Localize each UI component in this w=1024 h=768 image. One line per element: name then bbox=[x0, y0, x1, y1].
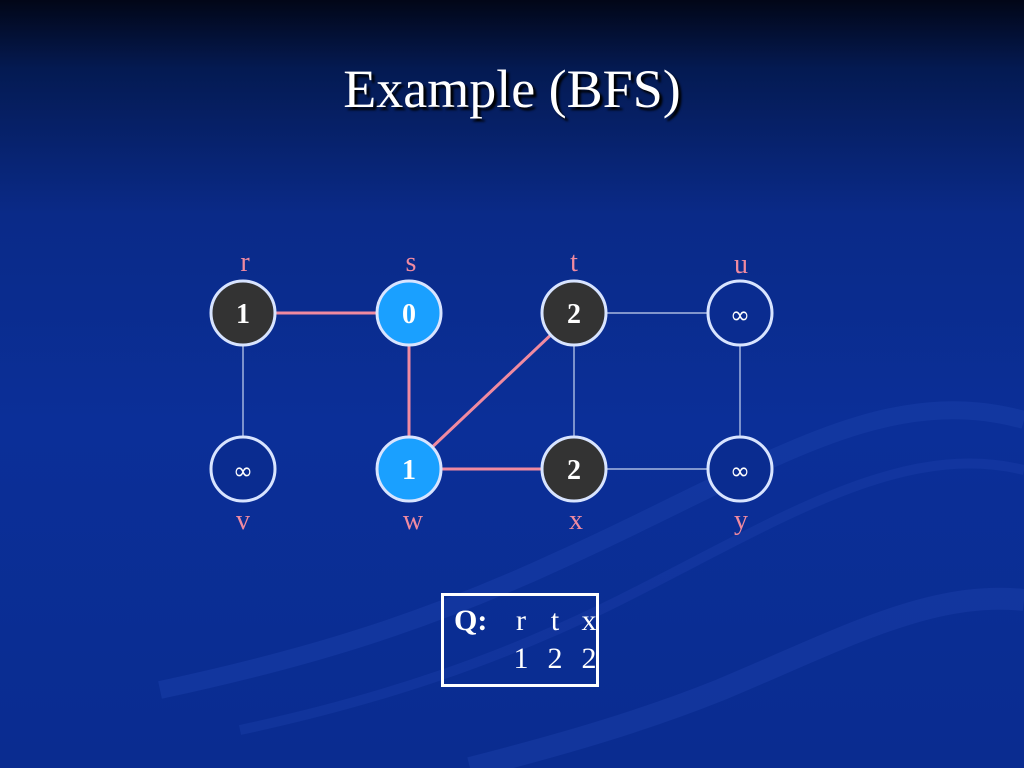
vertex-s: 0 bbox=[375, 279, 443, 347]
edge-w-t bbox=[407, 311, 576, 471]
vertex-x: 2 bbox=[540, 435, 608, 503]
vertex-label-w: w bbox=[403, 505, 424, 536]
vertex-label-t: t bbox=[570, 247, 578, 278]
vertex-distance: ∞ bbox=[730, 457, 750, 485]
vertex-distance: 2 bbox=[567, 455, 581, 486]
queue-item: r bbox=[516, 604, 526, 637]
vertex-label-s: s bbox=[406, 247, 417, 278]
nodes-layer: 1 0 2 ∞ ∞ 1 2 ∞ bbox=[209, 279, 774, 503]
vertex-label-x: x bbox=[569, 505, 583, 536]
vertex-r: 1 bbox=[209, 279, 277, 347]
queue-box: Q: r t x 1 2 2 bbox=[441, 593, 599, 687]
vertex-t: 2 bbox=[540, 279, 608, 347]
vertex-circle bbox=[209, 435, 277, 503]
vertex-distance: 0 bbox=[402, 299, 416, 330]
queue-distance: 2 bbox=[581, 642, 597, 675]
vertex-v: ∞ bbox=[209, 435, 277, 503]
vertex-circle bbox=[540, 435, 608, 503]
queue-label: Q: bbox=[454, 604, 488, 637]
vertex-circle bbox=[209, 279, 277, 347]
labels-layer: r s t u v w x y bbox=[236, 247, 748, 536]
vertex-circle bbox=[375, 435, 443, 503]
queue-distances: 1 2 2 bbox=[504, 642, 606, 676]
edges-layer bbox=[242, 311, 741, 471]
vertex-circle bbox=[706, 279, 774, 347]
vertex-label-v: v bbox=[236, 505, 250, 536]
vertex-distance: 1 bbox=[402, 455, 416, 486]
queue-distance: 2 bbox=[547, 642, 563, 675]
queue-distance: 1 bbox=[513, 642, 529, 675]
slide-title: Example (BFS) bbox=[343, 59, 681, 119]
vertex-w: 1 bbox=[375, 435, 443, 503]
queue-items: r t x bbox=[504, 604, 606, 638]
vertex-label-r: r bbox=[240, 247, 250, 278]
vertex-circle bbox=[706, 435, 774, 503]
vertex-circle bbox=[540, 279, 608, 347]
queue-item: x bbox=[581, 604, 597, 637]
vertex-distance: ∞ bbox=[730, 301, 750, 329]
vertex-circle bbox=[375, 279, 443, 347]
vertex-label-y: y bbox=[734, 505, 748, 536]
vertex-y: ∞ bbox=[706, 435, 774, 503]
vertex-u: ∞ bbox=[706, 279, 774, 347]
vertex-distance: ∞ bbox=[233, 457, 253, 485]
queue-item: t bbox=[550, 604, 560, 637]
vertex-distance: 2 bbox=[567, 299, 581, 330]
vertex-label-u: u bbox=[734, 249, 748, 280]
vertex-distance: 1 bbox=[236, 299, 250, 330]
